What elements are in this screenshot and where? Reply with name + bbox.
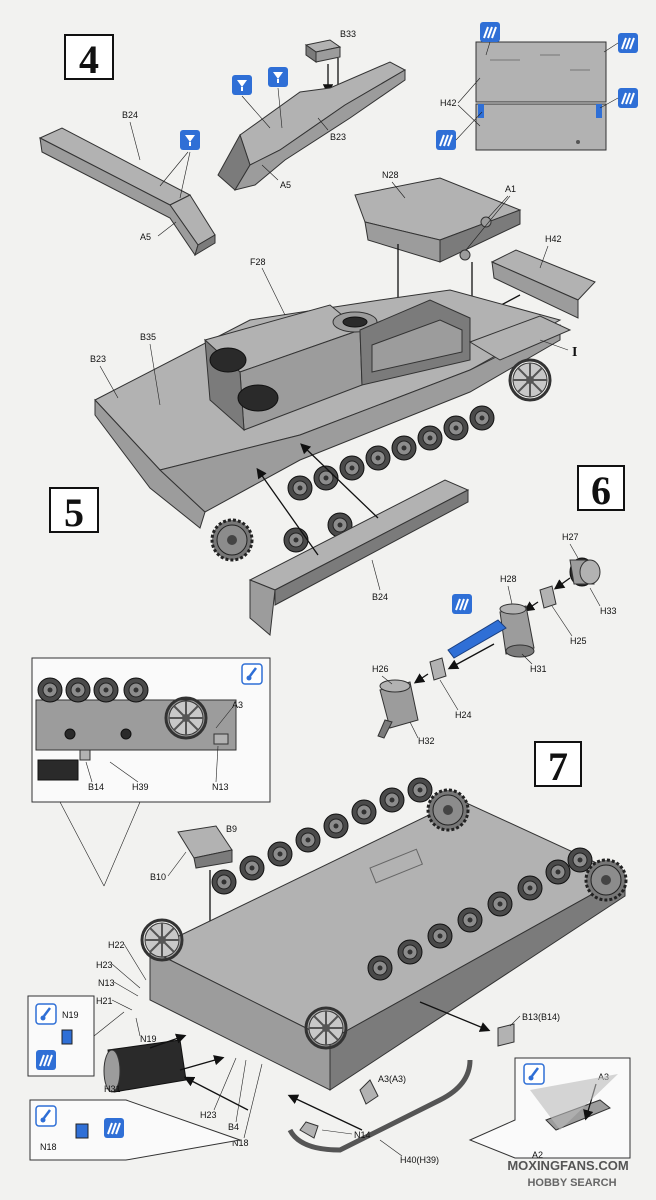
label-H28: H28	[500, 574, 517, 584]
step-number: 6	[591, 468, 611, 513]
part-B13	[497, 1023, 515, 1047]
label-H24: H24	[455, 710, 472, 720]
label-B24: B24	[122, 110, 138, 120]
label-A5: A5	[280, 180, 291, 190]
label-B23: B23	[330, 132, 346, 142]
paint-stripes-icon	[617, 87, 639, 109]
part-H24	[429, 657, 447, 681]
label-A5: A5	[140, 232, 151, 242]
watermark-plane-logo	[530, 1074, 618, 1130]
label-H40H39: H40(H39)	[400, 1155, 439, 1165]
paint-stripes-icon	[435, 129, 457, 151]
label-H39: H39	[132, 782, 149, 792]
watermark-line1: MOXINGFANS.COM	[507, 1158, 628, 1173]
label-B10: B10	[150, 872, 166, 882]
label-H31: H31	[530, 664, 547, 674]
label-H23: H23	[200, 1110, 217, 1120]
label-H22: H22	[108, 940, 125, 950]
part-H42-plate	[490, 249, 596, 319]
label-B13B14: B13(B14)	[522, 1012, 560, 1022]
label-B33: B33	[340, 29, 356, 39]
glue-icon	[232, 75, 252, 95]
brush-icon	[240, 662, 264, 686]
label-A2: A2	[532, 1150, 543, 1160]
part-B24-fender	[38, 127, 216, 257]
paint-stripes-icon	[35, 1049, 57, 1071]
part-H40-tow-cable	[287, 1059, 473, 1153]
part-H25	[539, 585, 557, 609]
label-B35: B35	[140, 332, 156, 342]
part-H31	[499, 603, 535, 658]
label-H21: H21	[96, 996, 113, 1006]
part-H28-exhaust-pipe	[447, 619, 507, 659]
label-B14: B14	[88, 782, 104, 792]
step-6-number-box	[577, 465, 625, 511]
part-A3	[359, 1079, 379, 1105]
label-A1: A1	[505, 184, 516, 194]
step-4: 4 B33 B23 A5 B24	[38, 21, 639, 257]
label-H42: H42	[545, 234, 562, 244]
step-number: 5	[64, 490, 84, 535]
hull-assembly	[94, 289, 572, 529]
step-5: 5 N28 A1 H42	[49, 170, 596, 636]
watermark-line2: HOBBY SEARCH	[527, 1177, 616, 1189]
label-A3A3: A3(A3)	[378, 1074, 406, 1084]
step-number: 7	[548, 744, 568, 789]
callout-N18	[29, 1099, 242, 1161]
part-B23-fender	[217, 61, 407, 191]
label-I: I	[572, 345, 577, 360]
step-7-number-box	[534, 741, 582, 787]
label-F28: F28	[250, 257, 266, 267]
label-A3: A3	[232, 700, 243, 710]
label-H31: H31	[104, 1084, 121, 1094]
part-H33	[569, 557, 601, 587]
label-N18: N18	[232, 1138, 249, 1148]
label-N13: N13	[98, 978, 115, 988]
paint-stripes-icon	[479, 21, 501, 43]
label-H27: H27	[562, 532, 579, 542]
paint-stripes-icon	[451, 593, 473, 615]
label-N13: N13	[212, 782, 229, 792]
label-B9: B9	[226, 824, 237, 834]
label-H26: H26	[372, 664, 389, 674]
label-B24: B24	[372, 592, 388, 602]
label-N28: N28	[382, 170, 399, 180]
paint-stripes-icon	[617, 32, 639, 54]
part-H42-plates	[475, 41, 607, 151]
label-N19: N19	[62, 1010, 79, 1020]
label-N18: N18	[40, 1142, 57, 1152]
watermark: MOXINGFANS.COM HOBBY SEARCH	[507, 1074, 629, 1189]
part-B24-fender	[248, 479, 470, 636]
inset-suspension	[35, 677, 237, 781]
brush-icon	[34, 1002, 58, 1026]
label-B4: B4	[228, 1122, 239, 1132]
label-N14: N14	[354, 1130, 371, 1140]
part-B33	[304, 39, 342, 63]
label-H33: H33	[600, 606, 617, 616]
lower-hull	[148, 799, 627, 1091]
glue-icon	[180, 130, 200, 150]
label-B23: B23	[90, 354, 106, 364]
paint-stripes-icon	[103, 1117, 125, 1139]
part-H32	[377, 679, 419, 739]
part-N28	[354, 177, 522, 263]
part-B9-B10	[177, 825, 233, 869]
label-H25: H25	[570, 636, 587, 646]
step-4-number-box	[64, 34, 114, 80]
label-H32: H32	[418, 736, 435, 746]
brush-icon	[522, 1062, 546, 1086]
step-5-number-box	[49, 487, 99, 533]
label-H23: H23	[96, 960, 113, 970]
step-6: 6 H27 H33 H25 H28 H31 H24	[372, 465, 625, 746]
step-number: 4	[79, 37, 99, 82]
brush-icon	[34, 1104, 58, 1128]
label-H42: H42	[440, 98, 457, 108]
glue-icon	[268, 67, 288, 87]
label-N19: N19	[140, 1034, 157, 1044]
